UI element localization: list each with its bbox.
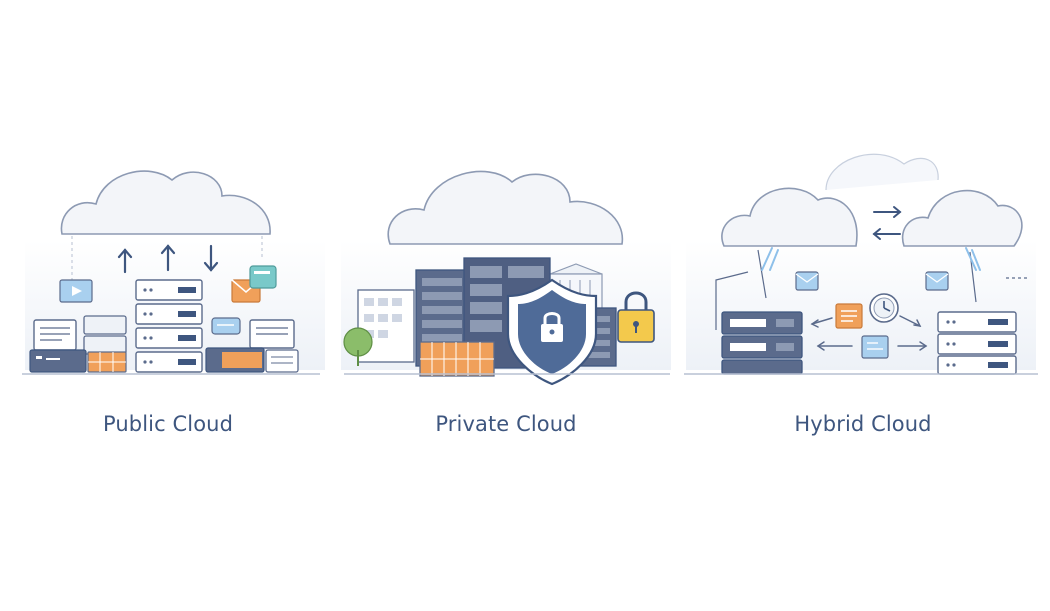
server-rack-icon bbox=[135, 279, 203, 373]
flow-arrows bbox=[810, 315, 928, 351]
connector-lines bbox=[71, 236, 263, 280]
cloud-icon bbox=[60, 170, 271, 235]
public-cloud-illustration bbox=[22, 170, 325, 375]
cloud-icon bbox=[387, 170, 624, 245]
monitor-icon bbox=[29, 349, 87, 373]
video-icon bbox=[795, 271, 819, 291]
orange-block-icon bbox=[87, 351, 127, 373]
sync-arrows-icon bbox=[872, 206, 902, 240]
arrow-up-icon bbox=[160, 244, 176, 272]
data-stream-lines bbox=[761, 247, 981, 271]
document-icon bbox=[33, 319, 77, 351]
cloud-icon bbox=[825, 153, 939, 191]
video-icon bbox=[59, 279, 93, 303]
envelope-icon bbox=[925, 271, 949, 291]
cloud-icon bbox=[901, 189, 1023, 247]
server-rack-icon bbox=[83, 315, 127, 355]
padlock-icon bbox=[617, 291, 655, 343]
server-rack-icon bbox=[721, 311, 803, 375]
document-icon bbox=[249, 319, 295, 349]
server-rack-icon bbox=[937, 311, 1017, 375]
document-icon bbox=[265, 349, 299, 373]
public-cloud-panel: Public Cloud bbox=[0, 130, 336, 440]
clock-icon bbox=[869, 293, 899, 323]
chat-icon bbox=[249, 265, 277, 289]
cloud-icon bbox=[721, 187, 858, 247]
tree-icon bbox=[343, 327, 373, 366]
hybrid-cloud-panel: Hybrid Cloud bbox=[676, 130, 1050, 440]
chat-icon bbox=[211, 317, 241, 335]
arrow-up-icon bbox=[117, 248, 133, 274]
server-rack-icon bbox=[205, 347, 265, 373]
hybrid-cloud-illustration bbox=[684, 153, 1038, 375]
chat-icon bbox=[861, 335, 889, 359]
document-icon bbox=[835, 303, 863, 329]
panel-title-private: Private Cloud bbox=[435, 412, 577, 436]
shield-lock-icon bbox=[506, 278, 598, 386]
panel-title-hybrid: Hybrid Cloud bbox=[794, 412, 932, 436]
private-cloud-illustration bbox=[341, 170, 671, 386]
firewall-icon bbox=[419, 341, 495, 377]
private-cloud-panel: Private Cloud bbox=[336, 130, 676, 440]
panel-title-public: Public Cloud bbox=[102, 412, 233, 436]
arrow-down-icon bbox=[203, 244, 219, 272]
building-icon bbox=[357, 289, 415, 363]
